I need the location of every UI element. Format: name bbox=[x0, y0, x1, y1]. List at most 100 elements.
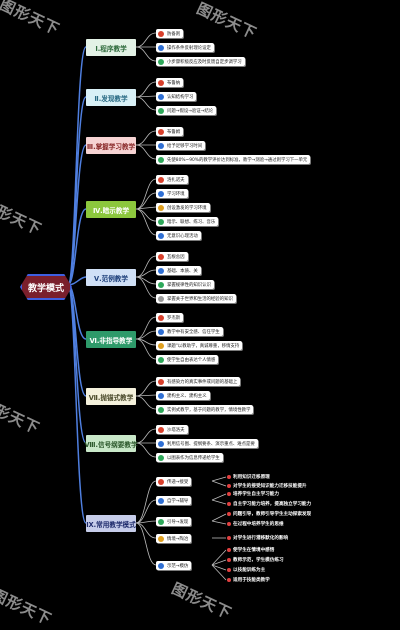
bullet-icon bbox=[158, 426, 164, 433]
bullet-icon bbox=[158, 535, 164, 542]
bullet-icon bbox=[158, 128, 164, 135]
bullet-icon bbox=[158, 295, 164, 302]
note-text: 对学生的接受知识能力迁移技能提升 bbox=[227, 483, 307, 489]
bullet-icon bbox=[227, 484, 231, 488]
leaf-node[interactable]: 利用信号图、提纲要条、演示重点、难点是要 bbox=[156, 439, 258, 448]
leaf-node[interactable]: 传递→接受 bbox=[156, 477, 192, 486]
leaf-node[interactable]: 以图表作为信息传递给学生 bbox=[156, 453, 223, 462]
bullet-icon bbox=[227, 502, 231, 506]
topic-node[interactable]: Ⅲ.掌握学习教学 bbox=[86, 137, 136, 154]
leaf-node[interactable]: 实例式教学，基于问题的教学，情境性教学 bbox=[156, 405, 254, 414]
bullet-icon bbox=[158, 478, 164, 485]
bullet-icon bbox=[158, 281, 164, 288]
bullet-icon bbox=[158, 342, 164, 349]
leaf-node[interactable]: 引导→发现 bbox=[156, 517, 192, 526]
topic-node[interactable]: Ⅶ.抛锚式教学 bbox=[86, 388, 136, 405]
bullet-icon bbox=[158, 79, 164, 86]
leaf-node[interactable]: 小步骤积极反应及时反馈自定步调学习 bbox=[156, 57, 245, 66]
topic-node[interactable]: Ⅳ.暗示教学 bbox=[86, 201, 136, 218]
leaf-node[interactable]: 暗示、联想、练习、音乐 bbox=[156, 217, 219, 226]
leaf-node[interactable]: 创设激发的学习环境 bbox=[156, 203, 210, 212]
topic-node[interactable]: Ⅵ.非指导教学 bbox=[86, 331, 136, 348]
bullet-icon bbox=[158, 30, 164, 37]
bullet-icon bbox=[158, 58, 164, 65]
bullet-icon bbox=[158, 497, 164, 504]
leaf-node[interactable]: 布鲁纳 bbox=[156, 78, 184, 87]
bullet-icon bbox=[158, 204, 164, 211]
topic-node[interactable]: Ⅴ.范例教学 bbox=[86, 269, 136, 286]
bullet-icon bbox=[227, 522, 231, 526]
leaf-node[interactable]: 瓦根舍因 bbox=[156, 252, 188, 261]
leaf-node[interactable]: 掌握规律性的知识认识 bbox=[156, 280, 214, 289]
bullet-icon bbox=[227, 548, 231, 552]
bullet-icon bbox=[158, 156, 164, 163]
bullet-icon bbox=[158, 190, 164, 197]
note-text: 自主学习能力培养，提高独立学习能力 bbox=[227, 501, 311, 507]
leaf-node[interactable]: 罗杰斯 bbox=[156, 313, 184, 322]
bullet-icon bbox=[227, 475, 231, 479]
bullet-icon bbox=[227, 536, 231, 540]
leaf-node[interactable]: 使学生自由表达个人情感 bbox=[156, 355, 219, 364]
leaf-node[interactable]: 无意识心理活动 bbox=[156, 231, 201, 240]
bullet-icon bbox=[158, 562, 164, 569]
bullet-icon bbox=[227, 512, 231, 516]
leaf-node[interactable]: 防备则 bbox=[156, 29, 184, 38]
bullet-icon bbox=[227, 568, 231, 572]
note-text: 使学生在情境中感悟 bbox=[227, 547, 274, 553]
leaf-node[interactable]: 洛扎诺夫 bbox=[156, 175, 188, 184]
leaf-node[interactable]: 问题→假设→验证→结论 bbox=[156, 106, 217, 115]
bullet-icon bbox=[158, 44, 164, 51]
topic-node[interactable]: Ⅰ.程序教学 bbox=[86, 39, 136, 56]
leaf-node[interactable]: 掌握关于世界和生活的经验的知识 bbox=[156, 294, 236, 303]
bullet-icon bbox=[158, 176, 164, 183]
topic-node[interactable]: Ⅸ.常用教学模式 bbox=[86, 515, 136, 532]
leaf-node[interactable]: 沙塔洛夫 bbox=[156, 425, 188, 434]
bullet-icon bbox=[227, 558, 231, 562]
leaf-node[interactable]: 有感染力的真实事件或问题的基础上 bbox=[156, 377, 241, 386]
bullet-icon bbox=[158, 328, 164, 335]
note-text: 适用于技能类教学 bbox=[227, 577, 270, 583]
leaf-node[interactable]: 先使80%~90%的教学评价达到标准，教学→测验→通过则学习下一单元 bbox=[156, 155, 311, 164]
bullet-icon bbox=[158, 378, 164, 385]
note-text: 在过程中培养学生的思维 bbox=[227, 521, 284, 527]
bullet-icon bbox=[158, 218, 164, 225]
leaf-node[interactable]: 课题"以教助学，真诚尊重，移情支持 bbox=[156, 341, 243, 350]
bullet-icon bbox=[158, 232, 164, 239]
leaf-node[interactable]: 示范→模仿 bbox=[156, 561, 192, 570]
bullet-icon bbox=[158, 314, 164, 321]
topic-node[interactable]: Ⅷ.信号纲要教学 bbox=[84, 435, 138, 452]
leaf-node[interactable]: 建构主义、建构主义 bbox=[156, 391, 210, 400]
note-text: 对学生进行潜移默化的影响 bbox=[227, 535, 288, 541]
topic-node[interactable]: Ⅱ.发现教学 bbox=[86, 89, 136, 106]
note-text: 利用知识迁移原理 bbox=[227, 474, 270, 480]
leaf-node[interactable]: 给予足够学习时间 bbox=[156, 141, 206, 150]
bullet-icon bbox=[158, 440, 164, 447]
bullet-icon bbox=[158, 454, 164, 461]
bullet-icon bbox=[158, 93, 164, 100]
note-text: 问题引导，教师引导学生主动探索发现 bbox=[227, 511, 311, 517]
note-text: 以技能训练为主 bbox=[227, 567, 265, 573]
leaf-node[interactable]: 教学中有安全感、信任学生 bbox=[156, 327, 223, 336]
bullet-icon bbox=[158, 253, 164, 260]
root-node[interactable]: 教学模式 bbox=[20, 274, 72, 300]
bullet-icon bbox=[158, 356, 164, 363]
connector-lines bbox=[67, 32, 227, 581]
bullet-icon bbox=[158, 518, 164, 525]
leaf-node[interactable]: 基础、本质、关 bbox=[156, 266, 201, 275]
leaf-node[interactable]: 情境→陶冶 bbox=[156, 534, 192, 543]
leaf-node[interactable]: 认知结构学习 bbox=[156, 92, 197, 101]
bullet-icon bbox=[158, 406, 164, 413]
bullet-icon bbox=[227, 492, 231, 496]
note-text: 培养学生自主学习能力 bbox=[227, 491, 279, 497]
note-text: 教师示范，学生模仿练习 bbox=[227, 557, 284, 563]
bullet-icon bbox=[158, 142, 164, 149]
leaf-node[interactable]: 自学→辅导 bbox=[156, 496, 192, 505]
bullet-icon bbox=[158, 107, 164, 114]
bullet-icon bbox=[227, 578, 231, 582]
leaf-node[interactable]: 操作条件反射理论设定 bbox=[156, 43, 214, 52]
leaf-node[interactable]: 布鲁姆 bbox=[156, 127, 184, 136]
leaf-node[interactable]: 学习环境 bbox=[156, 189, 188, 198]
mindmap-canvas: 图形天下 图形天下 图形天下 图形天下 图形天下 图形天下 教学模式 Ⅰ.程序教… bbox=[0, 0, 311, 629]
bullet-icon bbox=[158, 392, 164, 399]
bullet-icon bbox=[158, 267, 164, 274]
